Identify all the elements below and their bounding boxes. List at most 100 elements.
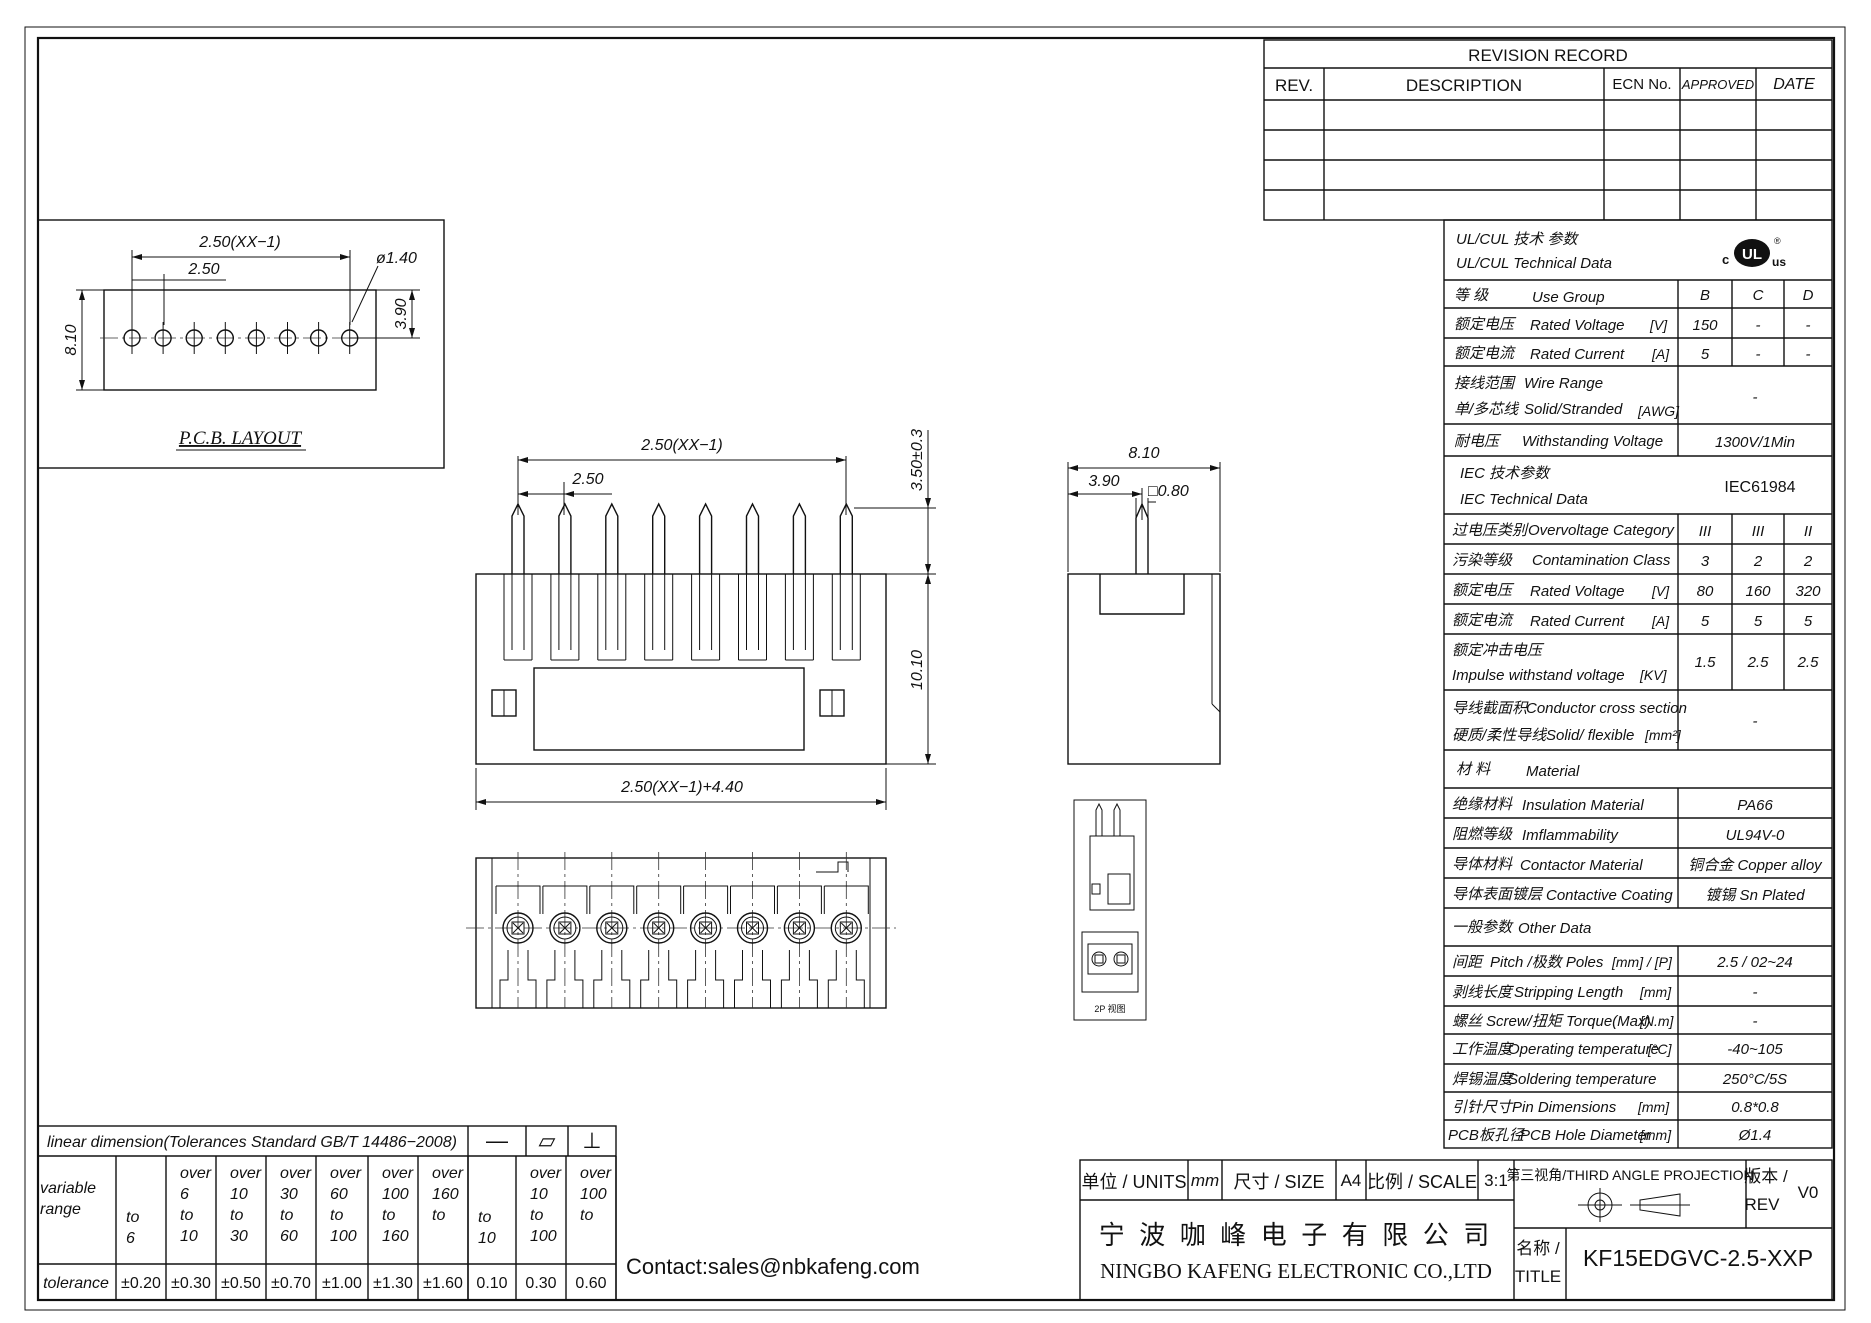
tolerance-value: 0.10 bbox=[476, 1275, 507, 1292]
iec-contamination-en: Contamination Class bbox=[1532, 552, 1671, 569]
company-name-cn: 宁 波 咖 峰 电 子 有 限 公 司 bbox=[1099, 1221, 1494, 1250]
flammability-en: Imflammability bbox=[1522, 827, 1619, 844]
bottom-contact bbox=[683, 852, 729, 1008]
withstand-cn: 耐电压 bbox=[1454, 433, 1502, 450]
tolerance-range-text: to bbox=[530, 1207, 543, 1224]
inner-border bbox=[36, 36, 1836, 1302]
iec-current-3: 5 bbox=[1804, 613, 1813, 630]
iec-contamination-cn: 污染等级 bbox=[1452, 552, 1513, 569]
other-title-cn: 一般参数 bbox=[1452, 919, 1514, 936]
stripping-cn: 剥线长度 bbox=[1452, 984, 1514, 1001]
conductor-value: - bbox=[1753, 713, 1758, 730]
wire-range-cn: 接线范围 bbox=[1454, 375, 1516, 392]
ul-current-c: - bbox=[1756, 346, 1761, 363]
coating-value: 镀锡 Sn Plated bbox=[1705, 887, 1805, 904]
iec-voltage-cn: 额定电压 bbox=[1452, 582, 1515, 599]
svg-text:c: c bbox=[1722, 252, 1729, 267]
iec-contamination-2: 2 bbox=[1753, 553, 1763, 570]
tolerance-range-text: 10 bbox=[530, 1186, 548, 1203]
other-title-en: Other Data bbox=[1518, 920, 1591, 937]
impulse-1: 1.5 bbox=[1695, 654, 1717, 671]
tolerance-range-text: over bbox=[230, 1165, 262, 1182]
wire-solid-en: Solid/Stranded bbox=[1524, 401, 1623, 418]
pin-dim-value: 0.8*0.8 bbox=[1731, 1099, 1779, 1116]
coating-en: Contactive Coating bbox=[1546, 887, 1673, 904]
withstand-value: 1300V/1Min bbox=[1715, 434, 1795, 451]
third-angle-projection-symbol bbox=[1578, 1188, 1690, 1222]
tolerance-range-text: 10 bbox=[478, 1230, 496, 1247]
pcb-dim-height: 8.10 bbox=[63, 324, 80, 355]
front-dim-bottom: 2.50(XX−1)+4.40 bbox=[620, 779, 743, 796]
rev-label-en: REV bbox=[1745, 1195, 1781, 1214]
title-label-cn: 名称 / bbox=[1516, 1239, 1560, 1258]
size-label: 尺寸 / SIZE bbox=[1233, 1172, 1324, 1192]
front-pin bbox=[644, 502, 674, 661]
pcb-dim-pitch: 2.50 bbox=[187, 261, 219, 278]
tolerance-range-text: 100 bbox=[530, 1228, 557, 1245]
operating-temp-unit: [°C] bbox=[1647, 1041, 1673, 1057]
approved-header: APPROVED bbox=[1681, 77, 1754, 92]
ecn-header: ECN No. bbox=[1612, 76, 1671, 93]
contact-email: Contact:sales@nbkafeng.com bbox=[626, 1254, 920, 1279]
iec-voltage-3: 320 bbox=[1795, 583, 1821, 600]
front-dim-total: 2.50(XX−1) bbox=[640, 437, 722, 454]
tolerance-range-text: over bbox=[382, 1165, 414, 1182]
pitch-value: 2.5 / 02~24 bbox=[1716, 954, 1792, 971]
insulation-cn: 绝缘材料 bbox=[1452, 796, 1513, 813]
tolerance-range-text: over bbox=[530, 1165, 562, 1182]
conductor-cn: 导线截面积 bbox=[1452, 700, 1529, 717]
company-name-en: NINGBO KAFENG ELECTRONIC CO.,LTD bbox=[1100, 1259, 1492, 1283]
iec-overvoltage-en: Overvoltage Category bbox=[1528, 522, 1675, 539]
tolerance-range-text: over bbox=[432, 1165, 464, 1182]
tolerance-range-text: to bbox=[580, 1207, 593, 1224]
front-pin bbox=[550, 502, 580, 661]
title-block: 单位 / UNITS mm 尺寸 / SIZE A4 比例 / SCALE 3:… bbox=[1079, 1159, 1833, 1301]
front-dim-height: 10.10 bbox=[909, 650, 926, 690]
pcb-hole-cn: PCB板孔径 bbox=[1448, 1127, 1526, 1144]
straightness-symbol: — bbox=[486, 1128, 508, 1153]
tolerance-range-text: 160 bbox=[432, 1186, 459, 1203]
iec-voltage-unit: [V] bbox=[1651, 583, 1670, 599]
rev-label-cn: 版本 / bbox=[1744, 1167, 1788, 1186]
front-pin bbox=[784, 502, 814, 661]
stripping-unit: [mm] bbox=[1639, 984, 1672, 1000]
impulse-unit: [KV] bbox=[1639, 667, 1668, 683]
conductor-en: Conductor cross section bbox=[1526, 700, 1687, 717]
iec-overvoltage-cn: 过电压类别 bbox=[1452, 522, 1529, 539]
small-view-label: 2P 视图 bbox=[1094, 1003, 1125, 1014]
description-header: DESCRIPTION bbox=[1406, 76, 1522, 95]
side-dim-width: 8.10 bbox=[1128, 445, 1159, 462]
tolerance-value: ±0.20 bbox=[121, 1275, 161, 1292]
tolerance-range-text: to bbox=[280, 1207, 293, 1224]
tolerance-range-text: to bbox=[330, 1207, 343, 1224]
insulation-en: Insulation Material bbox=[1522, 797, 1644, 814]
conductor-unit: [mm²] bbox=[1644, 727, 1682, 743]
impulse-2: 2.5 bbox=[1747, 654, 1770, 671]
impulse-cn: 额定冲击电压 bbox=[1452, 642, 1545, 659]
front-pins bbox=[503, 502, 861, 661]
pitch-unit: [mm] / [P] bbox=[1611, 954, 1673, 970]
bottom-contact bbox=[823, 852, 869, 1008]
tolerance-range-text: to bbox=[432, 1207, 445, 1224]
ul-use-group-en: Use Group bbox=[1532, 289, 1605, 306]
tolerance-range-text: to bbox=[382, 1207, 395, 1224]
flammability-cn: 阻燃等级 bbox=[1452, 826, 1513, 843]
pcb-dim-offset: 3.90 bbox=[393, 298, 410, 329]
tolerance-value: ±0.70 bbox=[271, 1275, 311, 1292]
wire-unit: [AWG] bbox=[1637, 403, 1680, 419]
operating-temp-cn: 工作温度 bbox=[1452, 1041, 1514, 1058]
tolerance-label: tolerance bbox=[43, 1275, 109, 1292]
revision-title: REVISION RECORD bbox=[1468, 46, 1628, 65]
impulse-3: 2.5 bbox=[1797, 654, 1820, 671]
tolerance-range-text: over bbox=[180, 1165, 212, 1182]
ul-voltage-en: Rated Voltage bbox=[1530, 317, 1625, 334]
ul-current-b: 5 bbox=[1701, 346, 1710, 363]
tolerance-range-text: 10 bbox=[180, 1228, 198, 1245]
ul-current-unit: [A] bbox=[1651, 346, 1670, 362]
tolerance-value: ±0.50 bbox=[221, 1275, 261, 1292]
ul-group-b: B bbox=[1700, 287, 1710, 304]
iec-voltage-2: 160 bbox=[1745, 583, 1771, 600]
material-title-cn: 材 料 bbox=[1456, 761, 1491, 778]
conductor-solid-cn: 硬质/柔性导线 bbox=[1452, 727, 1548, 744]
